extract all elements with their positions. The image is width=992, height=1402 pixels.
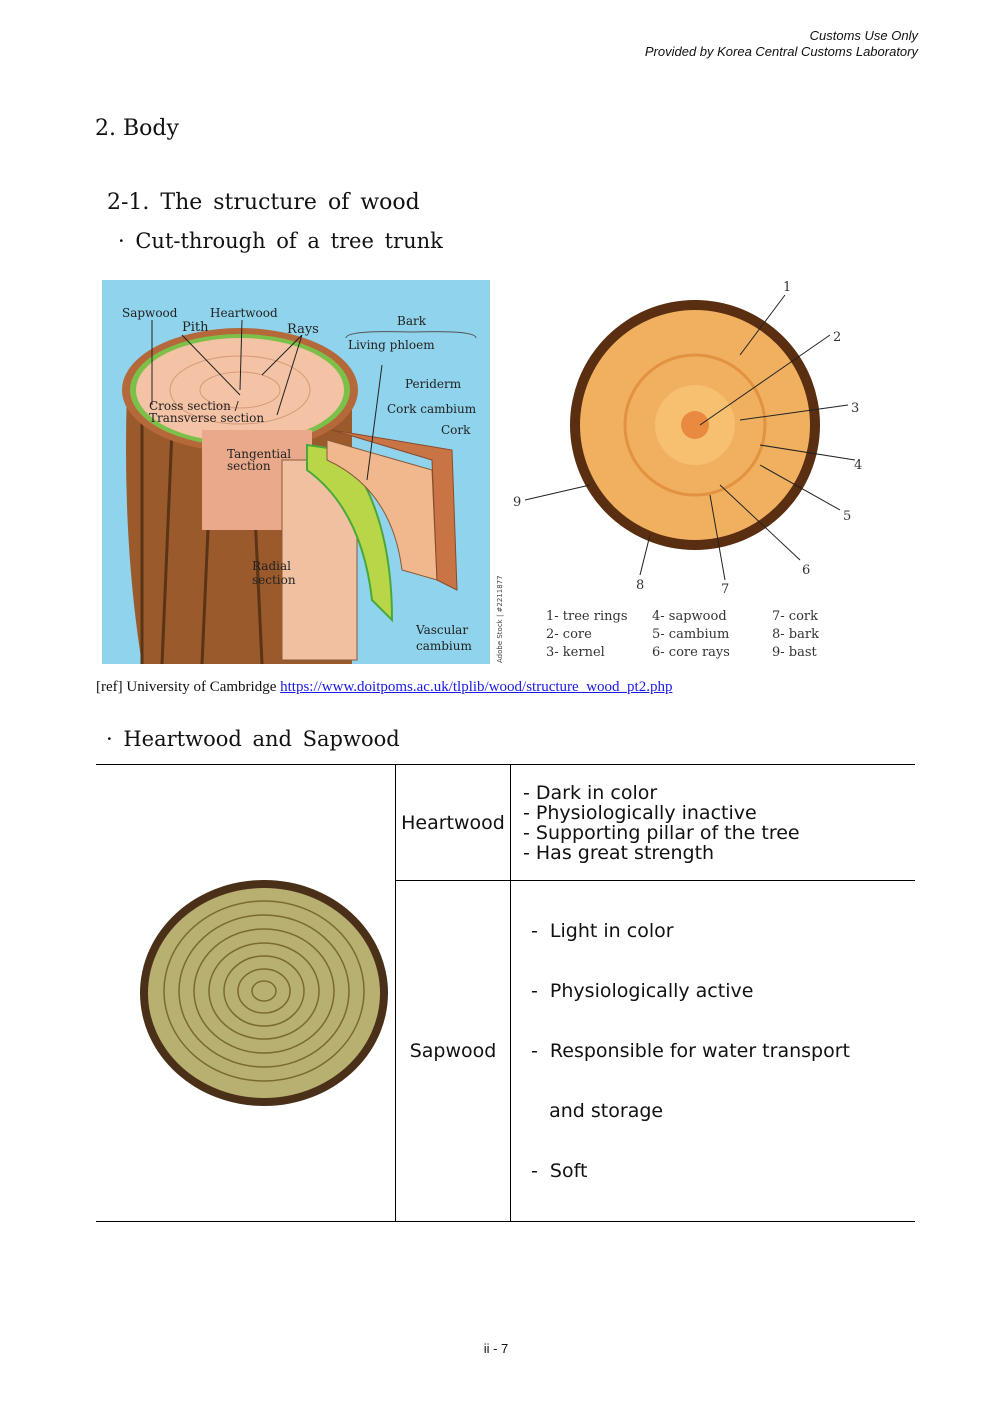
legend-item: 6- core rays: [652, 645, 730, 660]
svg-text:Adobe Stock | #221187713: Adobe Stock | #221187713: [496, 575, 504, 663]
legend-item: 2- core: [546, 627, 592, 642]
heartwood-label: Heartwood: [395, 764, 511, 881]
label-vascular: Vascular: [415, 623, 468, 637]
property-item: - Supporting pillar of the tree: [523, 821, 800, 844]
label-bark: Bark: [397, 314, 427, 328]
legend-item: 7- cork: [772, 609, 818, 624]
bullet-cut-through: · Cut-through of a tree trunk: [118, 229, 443, 253]
callout-4: 4: [854, 458, 862, 473]
label-rays: Rays: [287, 322, 319, 337]
property-item: - Has great strength: [523, 841, 715, 864]
label-sapwood: Sapwood: [122, 306, 178, 320]
stock-watermark: Adobe Stock | #221187713: [496, 575, 504, 663]
reference-line: [ref] University of Cambridge https://ww…: [96, 679, 672, 696]
property-item: - Physiologically inactive: [523, 801, 757, 824]
label-radial: Radial: [252, 559, 291, 573]
header-line-1: Customs Use Only: [809, 28, 918, 43]
table-row: Heartwood - Dark in color - Physiologica…: [96, 764, 915, 1222]
property-item: - Soft: [531, 1160, 588, 1182]
property-item: - Light in color: [531, 920, 674, 942]
legend-item: 1- tree rings: [546, 609, 628, 624]
table-row: Sapwood - Light in color - Physiological…: [96, 880, 915, 1222]
callout-1: 1: [783, 280, 791, 295]
sapwood-properties: - Light in color - Physiologically activ…: [510, 880, 915, 1222]
legend-item: 8- bark: [772, 627, 819, 642]
property-item: - Physiologically active: [531, 980, 754, 1002]
page-number: ii - 7: [483, 1341, 509, 1356]
callout-3: 3: [851, 401, 859, 416]
label-periderm: Periderm: [405, 377, 462, 391]
label-heartwood: Heartwood: [210, 306, 278, 320]
label-transverse-section: Transverse section: [149, 411, 264, 425]
callout-7: 7: [721, 582, 729, 597]
reference-source: [ref] University of Cambridge: [96, 679, 277, 695]
label-cork-cambium: Cork cambium: [387, 402, 477, 416]
legend-item: 9- bast: [772, 645, 818, 660]
label-tangential-section: section: [227, 459, 271, 473]
label-radial-section: section: [252, 573, 296, 587]
property-item: - Dark in color: [523, 781, 658, 804]
label-pith: Pith: [182, 320, 209, 335]
tree-rings-diagram: 1 2 3 4 5 6 7 8 9 1- tree rings 2- core …: [513, 280, 862, 660]
callout-6: 6: [802, 563, 810, 578]
callout-9: 9: [513, 495, 521, 510]
label-living-phloem: Living phloem: [348, 338, 435, 352]
callout-8: 8: [636, 578, 644, 593]
section-title: 2. Body: [95, 116, 179, 141]
property-item: - Responsible for water transport: [531, 1040, 850, 1062]
legend-item: 4- sapwood: [652, 609, 727, 624]
heartwood-sapwood-table: Heartwood - Dark in color - Physiologica…: [96, 764, 915, 1222]
label-cork: Cork: [441, 423, 471, 437]
legend-item: 3- kernel: [546, 645, 605, 660]
wood-cross-section-image: [140, 879, 388, 1106]
heartwood-properties: - Dark in color - Physiologically inacti…: [510, 764, 915, 881]
property-item: and storage: [531, 1100, 664, 1122]
label-tangential: Tangential: [227, 447, 291, 461]
callout-2: 2: [833, 330, 841, 345]
callout-5: 5: [843, 509, 851, 524]
header-line-2: Provided by Korea Central Customs Labora…: [644, 44, 918, 59]
wood-cross-section-cell: [96, 764, 396, 1222]
subsection-title: 2-1. The structure of wood: [107, 190, 420, 215]
label-vascular-cambium: cambium: [416, 639, 473, 653]
label-cross-section: Cross section /: [149, 399, 240, 413]
bullet-heartwood-sapwood: · Heartwood and Sapwood: [106, 727, 400, 751]
tree-trunk-diagram: Sapwood Heartwood Pith Rays Bark Living …: [102, 280, 490, 664]
legend-item: 5- cambium: [652, 627, 729, 642]
sapwood-label: Sapwood: [395, 880, 511, 1222]
reference-link[interactable]: https://www.doitpoms.ac.uk/tlplib/wood/s…: [280, 679, 673, 695]
page-header: Customs Use Only Provided by Korea Centr…: [645, 28, 918, 60]
